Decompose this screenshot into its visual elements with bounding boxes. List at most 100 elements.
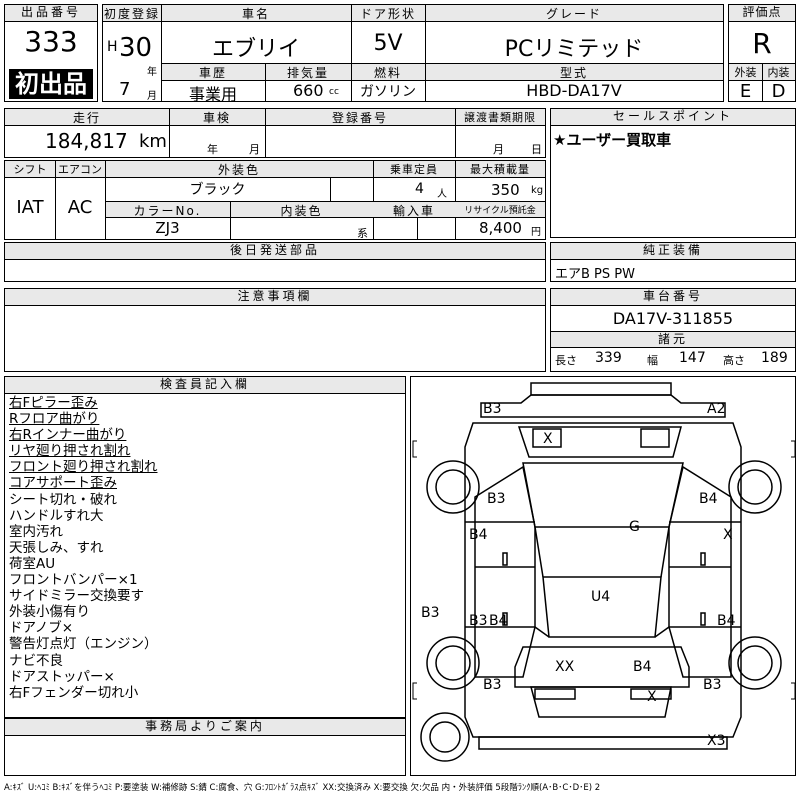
damage-mark: U4 [591, 589, 611, 605]
vehicle-header-box: 初度登録 車名 ドア形状 グレード H 30 年 エブリイ 5V PCリミテッド… [102, 4, 724, 104]
spare-wheel-shape [420, 712, 470, 762]
displacement: 660 [293, 81, 324, 100]
inspector-label: 検査員記入欄 [5, 377, 405, 394]
interior-label: 内装 [767, 66, 790, 79]
height-label: 高さ [723, 354, 745, 367]
mileage-row: 走行 車検 登録番号 譲渡書類期限 184,817 km 年 月 月 日 [4, 108, 546, 158]
color-label: 外装色 [217, 163, 260, 177]
interior-color-suffix: 系 [357, 227, 368, 240]
recycle-unit: 円 [531, 227, 541, 238]
exterior-grade: E [739, 81, 752, 102]
interior-grade: D [771, 81, 786, 102]
sales-label: セールスポイント [551, 109, 795, 126]
wheel-fr-shape [728, 460, 782, 514]
damage-mark: B3 [483, 401, 502, 417]
reg-month: 7 [119, 79, 131, 100]
damage-mark: X3 [707, 733, 726, 749]
fuel: ガソリン [360, 84, 416, 100]
car-diagram [412, 382, 795, 762]
ac: AC [67, 197, 93, 218]
import-label: 輸入車 [392, 204, 435, 218]
deadline-month-unit: 月 [493, 143, 504, 156]
chassis-number: DA17V-311855 [612, 309, 734, 328]
lot-number: 333 [24, 25, 78, 58]
specs-header-2 [106, 202, 545, 218]
width: 147 [679, 350, 706, 366]
ac-label: エアコン [58, 163, 102, 176]
damage-mark: B3 [469, 613, 488, 629]
reg-year: 30 [119, 33, 153, 63]
inspector-note: フロント廻り押され割れ [9, 459, 158, 476]
door-type: 5V [373, 31, 403, 56]
damage-mark: B4 [717, 613, 736, 629]
plate-label: 登録番号 [331, 111, 388, 125]
width-label: 幅 [647, 354, 658, 367]
length: 339 [595, 350, 622, 366]
right-headlight-shape [640, 428, 670, 448]
month-unit: 月 [147, 91, 157, 102]
front-panel-shape [480, 394, 726, 418]
color-no-label: カラーNo. [133, 204, 202, 218]
inspector-note: シート切れ・破れ [9, 491, 117, 508]
damage-mark: B3 [703, 677, 722, 693]
interior-color-label: 内装色 [280, 204, 323, 218]
score-label: 評価点 [729, 5, 795, 22]
inspection-month-unit: 月 [249, 143, 260, 156]
history: 事業用 [188, 85, 237, 104]
damage-mark: B4 [633, 659, 652, 675]
damage-mark: X [647, 689, 657, 705]
sales-point: ★ユーザー買取車 [553, 131, 672, 149]
seats: 4 [415, 181, 424, 197]
recycle-label: リサイクル預託金 [464, 206, 536, 216]
windshield-shape [522, 462, 684, 528]
history-label: 車歴 [198, 66, 227, 80]
seats-label: 乗車定員 [390, 163, 438, 176]
shift-label: シフト [13, 163, 47, 176]
equipment-box: 純正装備 エアB PS PW [550, 242, 796, 282]
load-label: 最大積載量 [470, 163, 530, 176]
office-label: 事務局よりご案内 [5, 719, 405, 736]
lot-box: 出品番号 333 初出品 [4, 4, 98, 102]
roof-shape [542, 576, 662, 638]
fuel-label: 燃料 [373, 66, 402, 80]
name-label: 車名 [241, 7, 270, 21]
inspector-note: コアサポート歪み [9, 475, 117, 492]
damage-mark: B4 [489, 613, 508, 629]
length-label: 長さ [555, 354, 577, 367]
sales-point-box: セールスポイント ★ユーザー買取車 [550, 108, 796, 238]
inspector-note: 右Fフェンダー切れ小 [9, 684, 139, 701]
inspector-note: フロントバンパー×1 [9, 572, 138, 589]
rear-glass-shape [514, 646, 690, 688]
wheel-rl-shape [426, 636, 480, 690]
displacement-unit: cc [329, 87, 339, 97]
lot-label: 出品番号 [5, 5, 97, 22]
score-box: 評価点 R 外装 内装 E D [728, 4, 796, 102]
inspector-note: 荷室AU [9, 555, 56, 572]
damage-mark: B3 [483, 677, 502, 693]
later-parts-label: 後日発送部品 [5, 243, 545, 260]
inspector-note: 右Fピラー歪み [9, 395, 98, 411]
inspection-year-unit: 年 [207, 143, 218, 156]
mileage-header [5, 109, 545, 126]
color-no: ZJ3 [155, 219, 180, 237]
inspector-note: 外装小傷有り [9, 604, 90, 621]
front-bumper-shape [530, 382, 672, 396]
seats-unit: 人 [437, 189, 447, 200]
inspector-note: 天張しみ、すれ [9, 539, 104, 556]
equipment-label: 純正装備 [551, 243, 795, 260]
rear-bumper-shape [478, 736, 728, 750]
door-label: ドア形状 [359, 7, 416, 21]
equipment: エアB PS PW [555, 267, 635, 282]
first-listing-badge: 初出品 [9, 69, 93, 99]
recycle: 8,400 [479, 219, 522, 237]
body-outline-shape [464, 422, 742, 738]
wheel-rr-shape [728, 636, 782, 690]
inspector-note: Rフロア曲がり [9, 411, 100, 428]
chassis-box: 車台番号 DA17V-311855 諸元 長さ 339 幅 147 高さ 189 [550, 288, 796, 372]
tailgate-shape [530, 686, 672, 718]
era: H [107, 39, 118, 55]
left-headlight-shape [532, 428, 562, 448]
inspector-note: 警告灯点灯（エンジン） [9, 636, 158, 653]
